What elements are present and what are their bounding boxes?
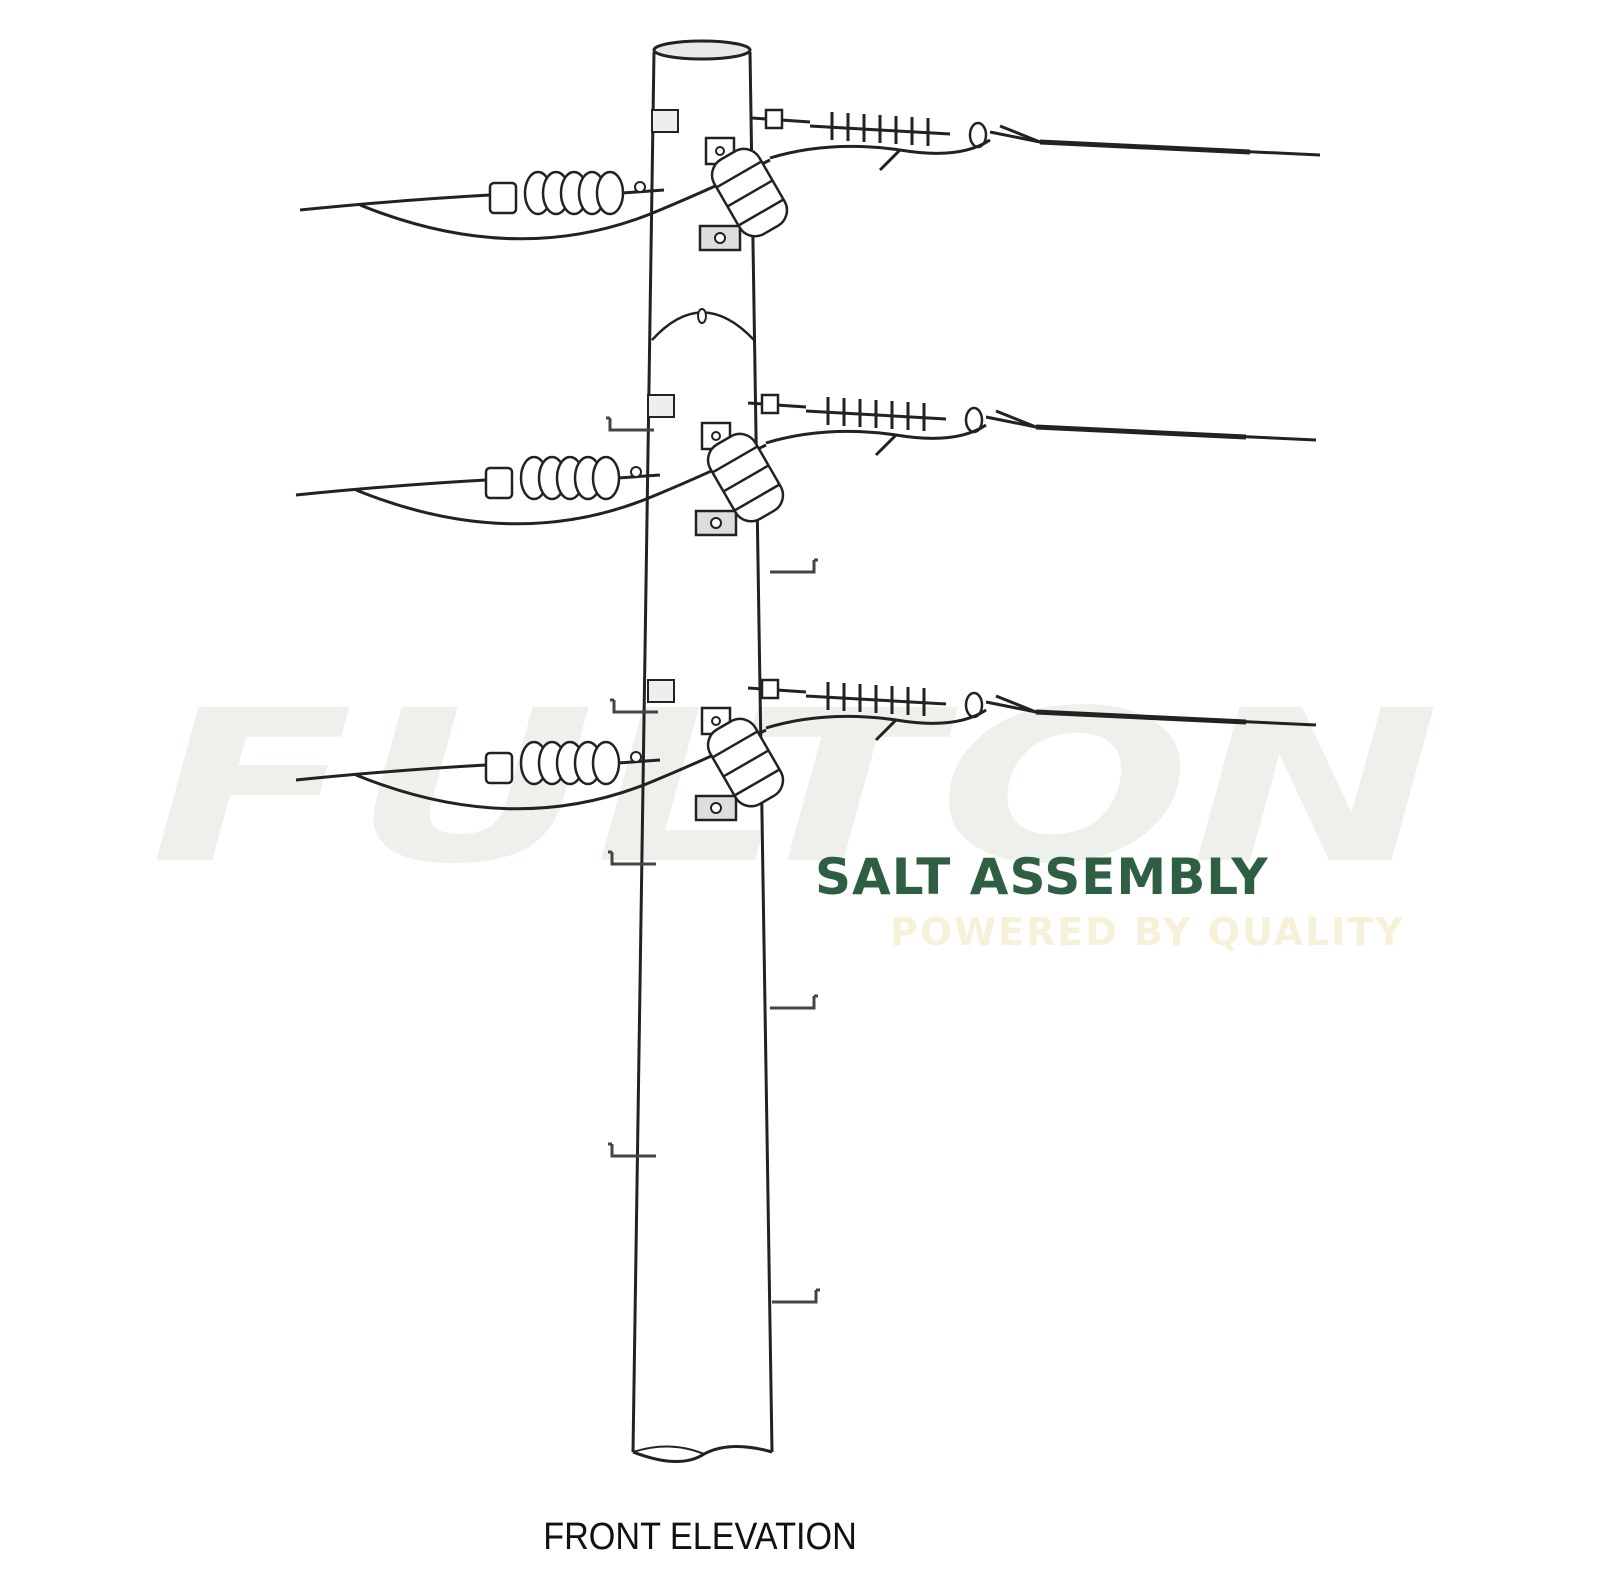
- insulator-assembly-middle: [296, 395, 1316, 535]
- insulator-assembly-bottom: [296, 680, 1316, 820]
- brand-tagline: POWERED BY QUALITY: [890, 910, 1405, 954]
- drawing-caption: FRONT ELEVATION: [543, 1516, 857, 1558]
- brand-name: SALT ASSEMBLY: [815, 848, 1269, 906]
- insulator-assembly-top: [299, 108, 1321, 252]
